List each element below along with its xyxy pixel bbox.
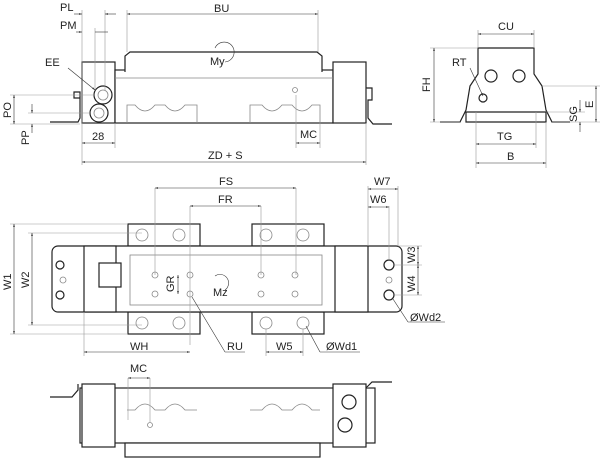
moment-y-icon [214, 41, 235, 63]
label-W4: W4 [406, 276, 418, 293]
label-EE: EE [45, 57, 60, 69]
label-ZD-S: ZD + S [208, 150, 243, 162]
label-W5: W5 [276, 341, 293, 353]
label-Mz: Mz [213, 287, 228, 299]
label-WH: WH [130, 341, 148, 353]
label-TG: TG [497, 131, 512, 143]
label-SG: SG [568, 106, 580, 122]
bottom-view: MC [50, 363, 392, 458]
label-W6: W6 [370, 194, 387, 206]
label-BU: BU [214, 3, 229, 15]
front-view: My BU PL PM EE PO PP 28 MC ZD + S [2, 2, 392, 165]
label-PM: PM [60, 20, 77, 32]
label-W7: W7 [374, 176, 391, 188]
label-B: B [507, 151, 514, 163]
label-Wd2: ØWd2 [410, 312, 441, 324]
label-MC-bottom: MC [130, 363, 147, 375]
label-CU: CU [498, 21, 514, 33]
label-FH: FH [421, 77, 433, 92]
side-view: CU RT FH SG E TG B [421, 21, 600, 168]
label-FS: FS [219, 176, 233, 188]
label-E: E [584, 101, 596, 108]
plan-view: Mz FS FR W7 W6 W1 W2 GR W3 W4 ØWd2 WH RU… [2, 176, 445, 356]
label-RT: RT [452, 57, 467, 69]
label-W3: W3 [406, 247, 418, 264]
label-Wd1: ØWd1 [326, 341, 357, 353]
label-MC: MC [300, 129, 317, 141]
label-PO: PO [2, 102, 14, 118]
label-GR: GR [165, 275, 177, 292]
label-PP: PP [20, 130, 32, 145]
label-W2: W2 [20, 272, 32, 289]
label-FR: FR [218, 194, 233, 206]
label-PL: PL [60, 2, 73, 14]
label-My: My [210, 56, 225, 68]
label-28: 28 [92, 131, 104, 143]
label-RU: RU [227, 341, 243, 353]
moment-z-icon [214, 274, 229, 291]
label-W1: W1 [2, 274, 14, 291]
